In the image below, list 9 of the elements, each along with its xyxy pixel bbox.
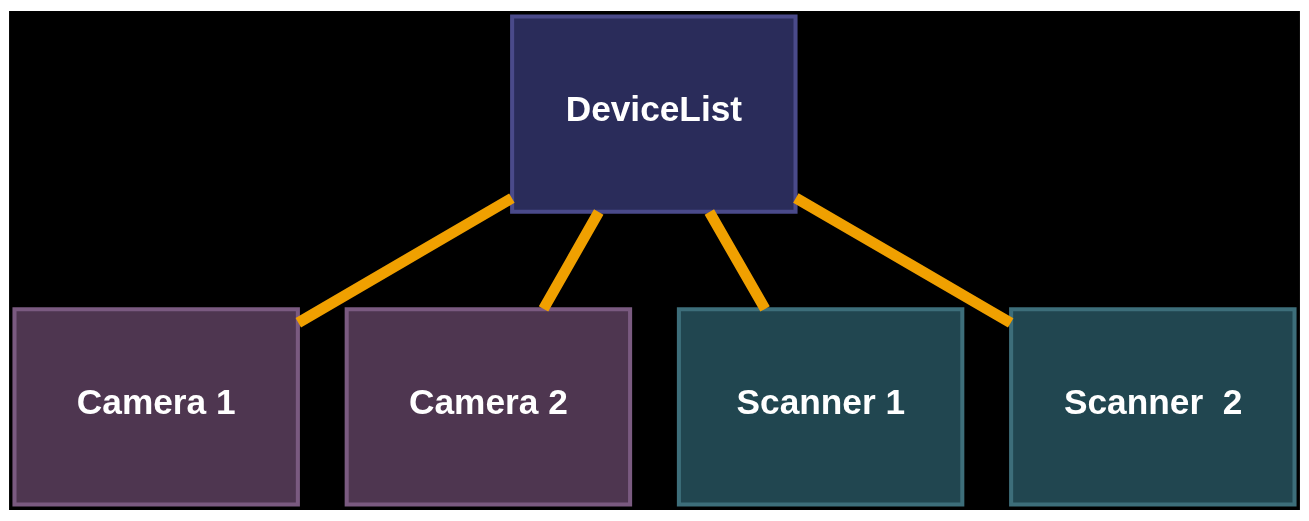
node-box: DeviceList <box>510 14 798 214</box>
connector <box>295 193 515 328</box>
node-box: Camera 2 <box>344 307 633 507</box>
node-box: Scanner 1 <box>676 307 965 507</box>
connector <box>538 209 604 312</box>
node-box: Camera 1 <box>12 307 300 507</box>
connector <box>793 193 1014 328</box>
node-box: Scanner 2 <box>1009 307 1297 507</box>
connector <box>704 209 770 312</box>
